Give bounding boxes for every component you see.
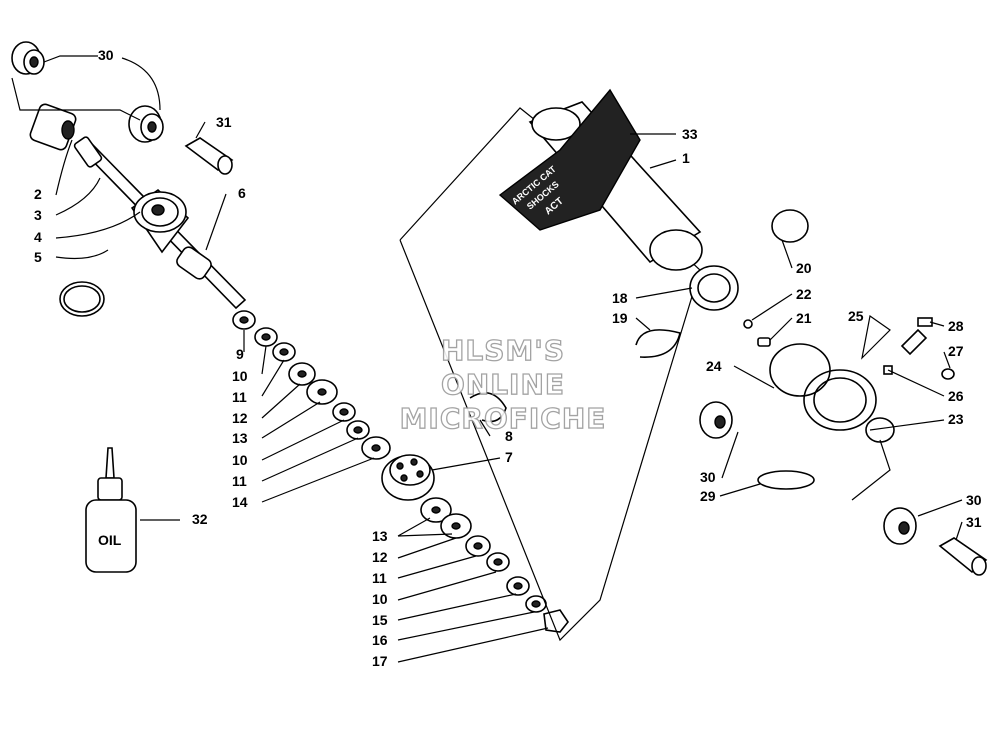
oil-bottle-label: OIL <box>98 532 122 548</box>
callout-32: 32 <box>192 511 208 527</box>
part-bushing-30-top <box>11 41 45 75</box>
callout-30: 30 <box>966 492 982 508</box>
callout-11: 11 <box>372 570 387 586</box>
part-lower-eye-23 <box>803 369 895 443</box>
callout-2: 2 <box>34 186 42 202</box>
callout-24: 24 <box>706 358 722 374</box>
callout-30: 30 <box>700 469 716 485</box>
part-oring-24 <box>769 343 831 397</box>
watermark: HLSM'S ONLINE MICROFICHE <box>378 333 628 436</box>
leader-lines <box>11 55 963 663</box>
callout-20: 20 <box>796 260 812 276</box>
part-22 <box>743 319 753 329</box>
watermark-line-1: HLSM'S <box>440 333 566 367</box>
callout-10: 10 <box>372 591 388 607</box>
callout-31: 31 <box>966 514 982 530</box>
part-oring-20 <box>771 209 809 243</box>
part-oil-bottle-32 <box>85 447 137 573</box>
part-bushing-30-b <box>128 105 164 143</box>
callout-19: 19 <box>612 310 628 326</box>
part-oring-5-inner <box>63 285 101 313</box>
callout-8: 8 <box>505 428 513 444</box>
part-seal-head-4 <box>130 188 190 254</box>
callout-23: 23 <box>948 411 964 427</box>
callout-6: 6 <box>238 185 246 201</box>
part-21 <box>757 337 771 347</box>
callout-16: 16 <box>372 632 388 648</box>
part-sleeve-31-lower <box>938 537 988 576</box>
callout-12: 12 <box>372 549 388 565</box>
callout-10: 10 <box>232 452 248 468</box>
callout-3: 3 <box>34 207 42 223</box>
part-sleeve-31-top <box>184 137 234 175</box>
callout-30: 30 <box>98 47 114 63</box>
part-decal-33 <box>498 88 641 231</box>
callout-27: 27 <box>948 343 964 359</box>
part-label-29 <box>757 470 815 490</box>
callout-11: 11 <box>232 473 247 489</box>
callout-13: 13 <box>372 528 388 544</box>
callout-31: 31 <box>216 114 232 130</box>
callout-5: 5 <box>34 249 42 265</box>
callout-21: 21 <box>796 310 812 326</box>
callout-1: 1 <box>682 150 690 166</box>
callout-13: 13 <box>232 430 248 446</box>
washer-stack-upper <box>232 310 391 460</box>
callout-9: 9 <box>236 346 244 362</box>
callout-14: 14 <box>232 494 248 510</box>
callout-15: 15 <box>372 612 388 628</box>
callout-4: 4 <box>34 229 42 245</box>
callout-33: 33 <box>682 126 698 142</box>
callout-29: 29 <box>700 488 716 504</box>
part-eyelet-2 <box>29 103 77 151</box>
part-bushing-30-lower <box>883 507 917 545</box>
callout-17: 17 <box>372 653 388 669</box>
part-ring-8 <box>469 392 507 423</box>
part-bumper-6 <box>176 246 212 280</box>
part-piston-7 <box>381 454 435 501</box>
callout-7: 7 <box>505 449 513 465</box>
callout-25: 25 <box>848 308 864 324</box>
part-clip-19 <box>635 329 681 358</box>
callout-labels: 30 31 2 3 4 5 6 9 10 11 12 13 10 11 14 3… <box>34 47 982 669</box>
part-oring-5 <box>59 281 105 317</box>
callout-10: 10 <box>232 368 248 384</box>
callout-28: 28 <box>948 318 964 334</box>
part-valve-assembly-25 <box>883 317 955 380</box>
callout-22: 22 <box>796 286 812 302</box>
callout-18: 18 <box>612 290 628 306</box>
part-bushing-30-right <box>699 401 733 439</box>
callout-11: 11 <box>232 389 247 405</box>
watermark-line-3: MICROFICHE <box>399 401 607 435</box>
callout-12: 12 <box>232 410 248 426</box>
watermark-line-2: ONLINE <box>440 367 566 401</box>
part-adjuster-18 <box>689 265 739 311</box>
callout-26: 26 <box>948 388 964 404</box>
